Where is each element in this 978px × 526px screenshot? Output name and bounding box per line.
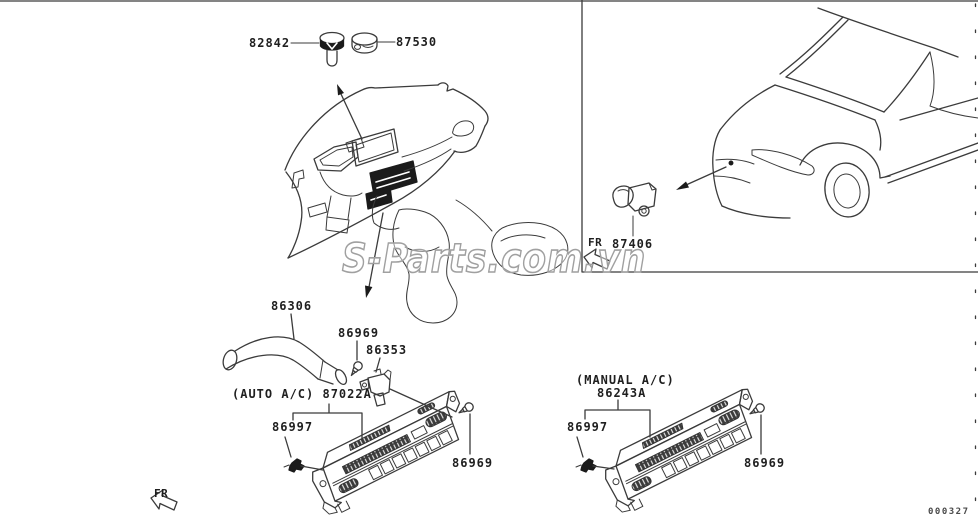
label-86243A: 86243A: [597, 386, 647, 400]
label-86997-manual: 86997: [567, 420, 609, 434]
label-86997-auto: 86997: [272, 420, 314, 434]
label-86969-manual: 86969: [744, 456, 786, 470]
label-86353: 86353: [366, 343, 408, 357]
car-drawing: [676, 7, 978, 219]
sensor-87530-drawing: [351, 32, 396, 54]
label-82842: 82842: [249, 36, 291, 50]
label-fr-right: FR: [588, 236, 603, 249]
hose-drawing: [222, 336, 348, 386]
sensor-87406-drawing: [612, 182, 657, 237]
doc-number: 000327: [928, 507, 970, 517]
label-auto-ac: (AUTO A/C) 87022A: [232, 387, 372, 401]
watermark: S-Parts.com.vn: [341, 235, 647, 283]
label-87406: 87406: [612, 237, 654, 251]
arrow-up-to-sensors: [337, 84, 363, 140]
screw-86969-hose-icon: [347, 359, 365, 379]
manual-ac-unit-drawing: [593, 386, 775, 518]
sensor-82842-drawing: [290, 31, 345, 67]
label-87530: 87530: [396, 35, 438, 49]
label-fr-bottom: FR: [154, 487, 169, 500]
label-manual-ac-caption: (MANUAL A/C): [576, 373, 675, 387]
leader-lines: [284, 313, 762, 471]
sensor-86353-drawing: [359, 368, 392, 407]
dashboard-drawing: [284, 82, 569, 324]
arrow-down-to-unit: [365, 212, 384, 298]
label-86969-auto: 86969: [452, 456, 494, 470]
label-86969-hose: 86969: [338, 326, 380, 340]
label-86306: 86306: [271, 299, 313, 313]
